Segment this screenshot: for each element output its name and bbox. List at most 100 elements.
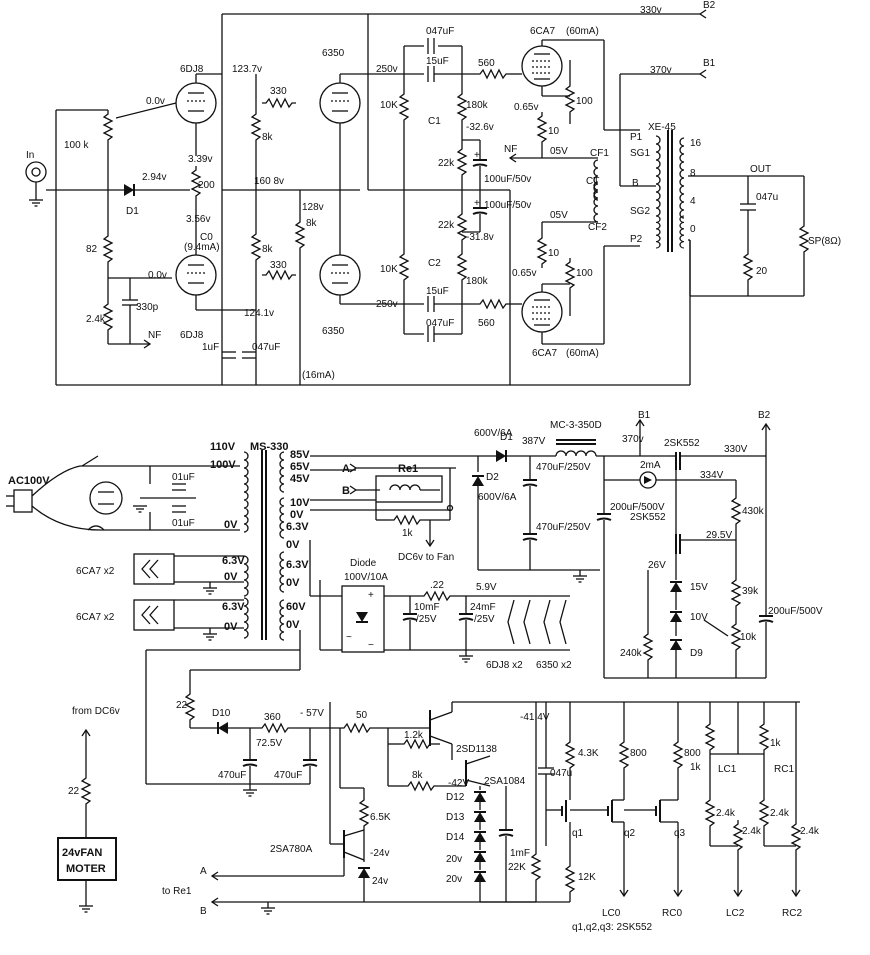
c-470uf-neg-a: 470uF — [218, 770, 246, 781]
relay-label: Re1 — [398, 463, 418, 475]
zener-20v-a: 20v — [446, 854, 462, 865]
diode-bridge — [341, 585, 385, 653]
r-22-neg: 22 — [176, 700, 188, 711]
c-10mf-rating: /25V — [416, 614, 437, 625]
mosfet-2sk552-b: 2SK552 — [630, 512, 666, 523]
rc1-label: RC1 — [774, 764, 794, 775]
tap-63v-b: 6.3V — [286, 559, 309, 571]
r-10k-pot: 10k — [740, 632, 757, 643]
r-1k-a: 1k — [690, 762, 702, 773]
c-200uf-a: 200uF/500V — [610, 502, 665, 513]
tap-0v-b: 0V — [290, 509, 304, 521]
v-1241: 124.1v — [244, 308, 274, 319]
tube-6dj8-bottom — [175, 254, 217, 296]
svg-text:+: + — [474, 150, 480, 161]
r-1k-b: 1k — [770, 738, 782, 749]
v-0b: 0.0v — [148, 270, 167, 281]
heater-0v-a: 0V — [224, 571, 238, 583]
speaker-label: SP(8Ω) — [808, 236, 841, 247]
zener-10v: 10V — [690, 612, 708, 623]
r-8k-b: 8k — [262, 244, 274, 255]
r-65k: 6.5K — [370, 812, 391, 823]
transistor-2sa780a: 2SA780A — [270, 844, 313, 855]
v-59: 5.9V — [476, 582, 497, 593]
b2-psu-label: B2 — [758, 410, 771, 421]
d12-label: D12 — [446, 792, 465, 803]
tube-6ca7-top-label: 6CA7 — [530, 26, 555, 37]
c0-label: C0 — [200, 232, 213, 243]
tap-4: 4 — [690, 196, 696, 207]
v-065b: 0.65v — [512, 268, 536, 279]
r-800b: 800 — [684, 748, 701, 759]
relay-drive-b: B — [200, 906, 207, 917]
v-128: 128v — [302, 202, 324, 213]
heater-63v-a: 6.3V — [222, 555, 245, 567]
r-22k-neg: 22K — [508, 862, 526, 873]
r-022: .22 — [430, 580, 444, 591]
fan-motor-line1: 24vFAN — [62, 847, 102, 859]
heater-6dj8: 6DJ8 x2 — [486, 660, 523, 671]
p2-label: P2 — [630, 234, 643, 245]
r-22k-a: 22k — [438, 158, 455, 169]
relay-b: B — [342, 485, 350, 497]
q2-label: q2 — [624, 828, 636, 839]
lc2-label: LC2 — [726, 908, 745, 919]
c-047uf-bottom: 047uF — [426, 318, 454, 329]
tap-65v: 65V — [290, 461, 310, 473]
tap-45v: 45V — [290, 473, 310, 485]
relay-drive-a: A — [200, 866, 207, 877]
current-16ma: (16mA) — [302, 370, 335, 381]
r-39k: 39k — [742, 586, 759, 597]
tap-85v: 85V — [290, 449, 310, 461]
c-330p: 330p — [136, 302, 159, 313]
c-15uf-bottom: 15uF — [426, 286, 449, 297]
r-8k-a: 8k — [262, 132, 274, 143]
v-356: 3.56v — [186, 214, 210, 225]
c-01uf-a: 01uF — [172, 472, 195, 483]
svg-text:−: − — [368, 640, 374, 651]
c-200uf-b: 200uF/500V — [768, 606, 823, 617]
c-100uf-b: 100uF/50v — [484, 200, 531, 211]
heater-6350: 6350 x2 — [536, 660, 572, 671]
r-330b: 330 — [270, 260, 287, 271]
r-800a: 800 — [630, 748, 647, 759]
tube-6ca7-bottom-label: 6CA7 — [532, 348, 557, 359]
v-minus-414: -41.4V — [520, 712, 550, 723]
heater-6ca7-b: 6CA7 x2 — [76, 612, 115, 623]
current-top: (60mA) — [566, 26, 599, 37]
c-047uf-a: 047uF — [252, 342, 280, 353]
r-100b: 100 — [576, 268, 593, 279]
tap-10v: 10V — [290, 497, 310, 509]
nf-label-b: NF — [504, 144, 517, 155]
v-294: 2.94v — [142, 172, 166, 183]
r-22k-b: 22k — [438, 220, 455, 231]
transistor-2sd1138: 2SD1138 — [456, 744, 497, 755]
v-334: 334V — [700, 470, 724, 481]
r-560a: 560 — [478, 58, 495, 69]
out-label: OUT — [750, 164, 771, 175]
b2-label: B2 — [703, 0, 716, 11]
v-0a: 0.0v — [146, 96, 165, 107]
v-065a: 0.65v — [514, 102, 538, 113]
r-20: 20 — [756, 266, 768, 277]
transformer-ms330: MS-330 — [250, 441, 289, 453]
v-339: 3.39v — [188, 154, 212, 165]
rail-b1-voltage: 370v — [650, 65, 672, 76]
d2-rating: 600V/6A — [478, 492, 517, 503]
d14-label: D14 — [446, 832, 465, 843]
v-387: 387V — [522, 436, 546, 447]
tube-6350-bottom — [319, 254, 361, 296]
r-12k-bias: 1.2k — [404, 730, 424, 741]
rail-b2-voltage: 330v — [640, 5, 662, 16]
r-10a: 10 — [548, 126, 560, 137]
d1-psu-label: D1 — [500, 432, 513, 443]
amplifier-section: 330v B2 370v B1 In 100 k D1 2.94v 82 2.4… — [25, 0, 841, 386]
heater-6ca7-a: 6CA7 x2 — [76, 566, 115, 577]
r-200: 200 — [198, 180, 215, 191]
choke-coil — [555, 450, 597, 457]
r-8k-bias: 8k — [412, 770, 424, 781]
c-10mf: 10mF — [414, 602, 440, 613]
v-725: 72.5V — [256, 738, 282, 749]
v-minus-24: -24v — [370, 848, 389, 859]
svg-text:~: ~ — [346, 632, 352, 643]
